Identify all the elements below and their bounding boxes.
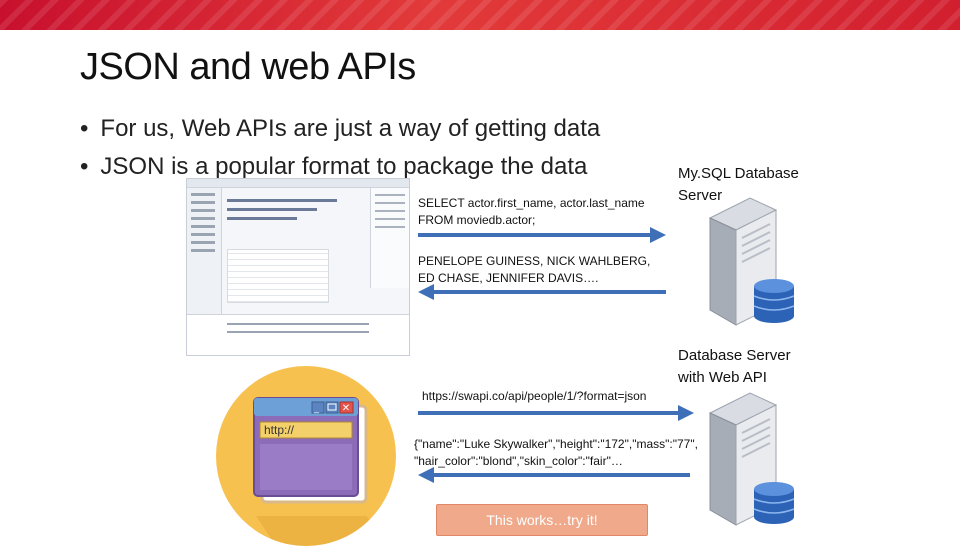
sql-result-line: ED CHASE, JENNIFER DAVIS…. (418, 271, 599, 285)
workbench-result-grid (227, 249, 329, 303)
browser-url-text: http:// (264, 423, 295, 437)
server-label-line: My.SQL Database (678, 165, 799, 182)
server-label-line: Server (678, 187, 723, 204)
bullet-item: JSON is a popular format to package the … (80, 148, 600, 186)
sql-query-line: SELECT actor.first_name, actor.last_name (418, 196, 645, 210)
api-server-label: Database Server with Web API (678, 345, 791, 389)
workbench-right-panel (370, 188, 409, 288)
server-label-line: with Web API (678, 369, 767, 386)
sql-result-line: PENELOPE GUINESS, NICK WAHLBERG, (418, 254, 651, 268)
json-response-line: {"name":"Luke Skywalker","height":"172",… (414, 437, 698, 451)
mysql-server-label: My.SQL Database Server (678, 163, 799, 207)
sql-query-text: SELECT actor.first_name, actor.last_name… (418, 195, 645, 229)
browser-illustration: ✕ _ http:// (253, 397, 396, 546)
workbench-output-panel (187, 314, 409, 355)
server-tower-icon (708, 392, 795, 526)
sql-query-line: FROM moviedb.actor; (418, 213, 536, 227)
svg-text:✕: ✕ (342, 403, 350, 414)
workbench-query-editor (227, 193, 347, 243)
database-cylinder-icon (753, 279, 795, 323)
svg-text:_: _ (313, 403, 320, 413)
browser-window-icon: ✕ _ http:// (216, 366, 396, 546)
bullet-list: For us, Web APIs are just a way of getti… (80, 110, 600, 186)
api-request-url: https://swapi.co/api/people/1/?format=js… (422, 389, 647, 403)
bullet-item: For us, Web APIs are just a way of getti… (80, 110, 600, 148)
json-response-line: "hair_color":"blond","skin_color":"fair"… (414, 454, 623, 468)
server-label-line: Database Server (678, 347, 791, 364)
try-it-button[interactable]: This works…try it! (436, 504, 648, 536)
server-tower-icon (708, 197, 795, 326)
mysql-workbench-screenshot (186, 178, 410, 356)
database-cylinder-icon (753, 482, 795, 524)
header-banner (0, 0, 960, 30)
workbench-menubar (187, 179, 409, 188)
sql-result-text: PENELOPE GUINESS, NICK WAHLBERG, ED CHAS… (418, 253, 650, 287)
slide-title: JSON and web APIs (80, 46, 416, 88)
api-json-response: {"name":"Luke Skywalker","height":"172",… (414, 436, 698, 470)
